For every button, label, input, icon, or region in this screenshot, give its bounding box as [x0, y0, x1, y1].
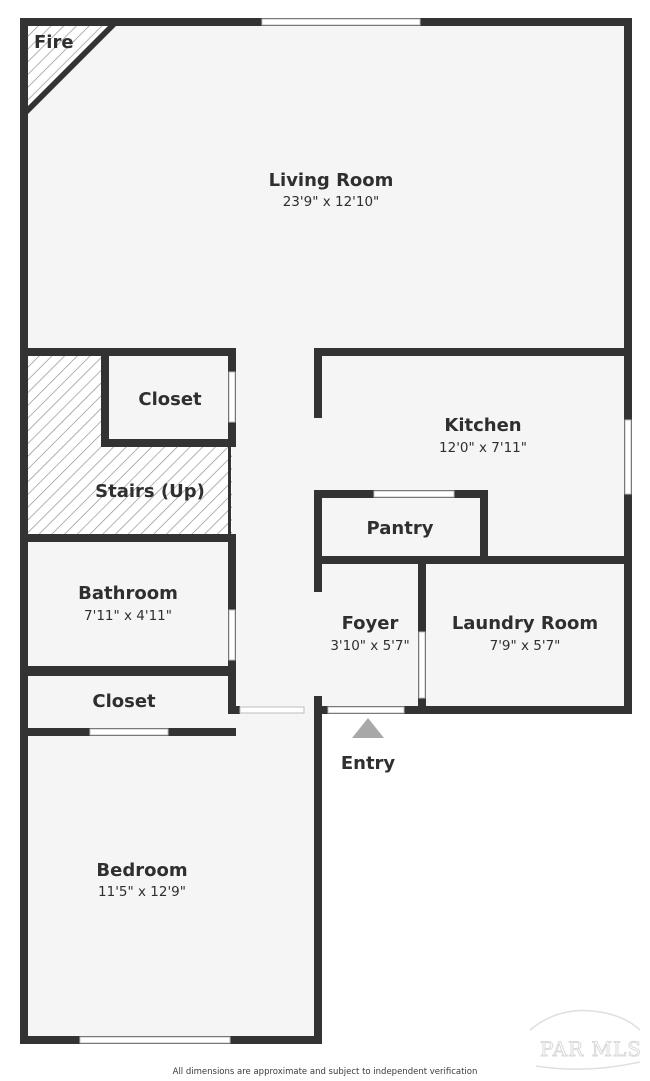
bedroom-name: Bedroom — [96, 860, 187, 881]
living-room-name: Living Room — [269, 170, 394, 191]
entry-arrow-icon — [352, 718, 384, 738]
entry-label: Entry — [341, 753, 396, 774]
room-labels: Fire Living Room 23'9" x 12'10" Closet K… — [34, 32, 598, 900]
floor-areas — [24, 22, 628, 1040]
closet-upper-name: Closet — [138, 389, 202, 410]
laundry-room-name: Laundry Room — [452, 613, 598, 634]
closet-upper-floor — [105, 352, 232, 443]
closet-lower-name: Closet — [92, 691, 156, 712]
door-bedroom — [239, 706, 305, 714]
door-entry — [327, 706, 405, 714]
window-bathroom — [228, 609, 236, 661]
window-living-top — [261, 18, 421, 26]
window-bedroom-bottom — [79, 1036, 231, 1044]
bedroom-dimensions: 11'5" x 12'9" — [98, 884, 186, 900]
window-closet — [228, 371, 236, 423]
window-pantry — [373, 490, 455, 498]
window-closet-lower — [89, 728, 169, 736]
bathroom-name: Bathroom — [78, 583, 178, 604]
window-kitchen — [624, 419, 632, 495]
windows — [79, 18, 632, 1044]
living-room-dimensions: 23'9" x 12'10" — [283, 194, 380, 210]
fire-label: Fire — [34, 32, 74, 53]
stairs-name: Stairs (Up) — [95, 481, 205, 502]
foyer-dimensions: 3'10" x 5'7" — [330, 638, 409, 654]
foyer-name: Foyer — [342, 613, 399, 634]
window-foyer — [418, 631, 426, 699]
kitchen-dimensions: 12'0" x 7'11" — [439, 440, 527, 456]
watermark-logo: PAR MLS — [529, 1009, 642, 1070]
laundry-room-dimensions: 7'9" x 5'7" — [490, 638, 561, 654]
kitchen-name: Kitchen — [444, 415, 521, 436]
disclaimer-text: All dimensions are approximate and subje… — [173, 1067, 478, 1077]
svg-text:PAR MLS: PAR MLS — [540, 1037, 642, 1061]
pantry-name: Pantry — [367, 518, 434, 539]
bedroom-floor — [24, 710, 318, 1040]
bathroom-dimensions: 7'11" x 4'11" — [84, 608, 172, 624]
